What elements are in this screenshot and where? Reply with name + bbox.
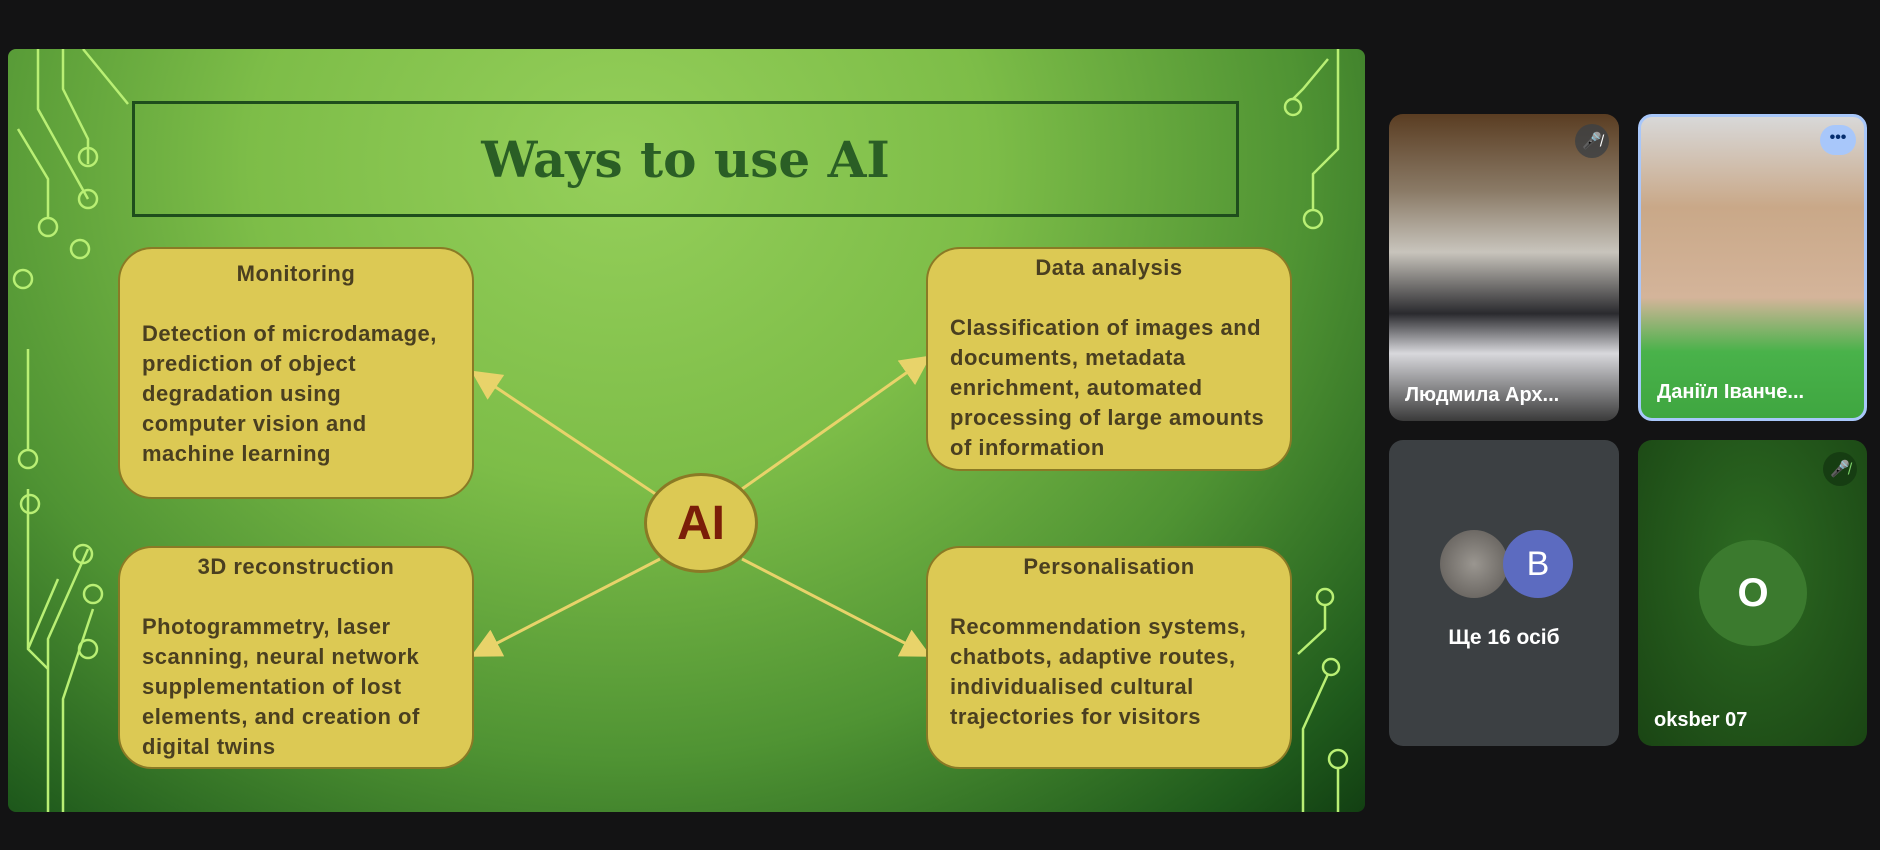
participant-tile-1[interactable]: 🎤̸ Людмила Арх... <box>1389 114 1619 421</box>
slide-title-box: Ways to use AI <box>132 101 1239 217</box>
card-body: Classification of images and documents, … <box>950 315 1265 460</box>
card-heading: Data analysis <box>1035 255 1183 280</box>
participant-tile-2[interactable]: ••• Даніїл Іванче... <box>1638 114 1867 421</box>
slide-title: Ways to use AI <box>481 129 890 189</box>
arrows <box>470 355 932 657</box>
mic-off-icon: 🎤̸ <box>1823 452 1857 486</box>
more-options-icon[interactable]: ••• <box>1820 125 1856 155</box>
avatar-photo <box>1440 530 1508 598</box>
card-body: Recommendation systems, chatbots, adapti… <box>950 614 1247 729</box>
circuit-decoration <box>12 49 1349 812</box>
card-heading: 3D reconstruction <box>197 554 395 579</box>
arrow-3d <box>470 557 661 657</box>
card-3d-reconstruction: 3D reconstruction Photogrammetry, laser … <box>118 546 474 769</box>
arrow-data-analysis <box>741 355 931 491</box>
mic-off-icon: 🎤̸ <box>1575 124 1609 158</box>
ai-center-node: AI <box>644 473 758 573</box>
card-data-analysis: Data analysis Classification of images a… <box>926 247 1292 471</box>
participant-name: oksber 07 <box>1654 709 1748 731</box>
others-tile[interactable]: B Ще 16 осіб <box>1389 440 1619 746</box>
card-personalisation: Personalisation Recommendation systems, … <box>926 546 1292 769</box>
avatar: O <box>1699 540 1807 646</box>
card-heading: Monitoring <box>236 261 356 286</box>
card-monitoring: Monitoring Detection of microdamage, pre… <box>118 247 474 499</box>
card-body: Detection of microdamage, prediction of … <box>142 321 437 466</box>
participant-name: Даніїл Іванче... <box>1657 381 1805 403</box>
more-participants-label: Ще 16 осіб <box>1448 626 1560 649</box>
participant-name: Людмила Арх... <box>1405 384 1560 406</box>
arrow-personalisation <box>741 557 932 657</box>
arrow-monitoring <box>471 370 661 499</box>
presentation-slide: Ways to use AI Monitoring Detection of m… <box>8 49 1365 812</box>
card-body: Photogrammetry, laser scanning, neural n… <box>142 614 420 759</box>
avatar: B <box>1503 530 1573 598</box>
participant-tile-4[interactable]: 🎤̸ O oksber 07 <box>1638 440 1867 746</box>
card-heading: Personalisation <box>1023 554 1195 579</box>
